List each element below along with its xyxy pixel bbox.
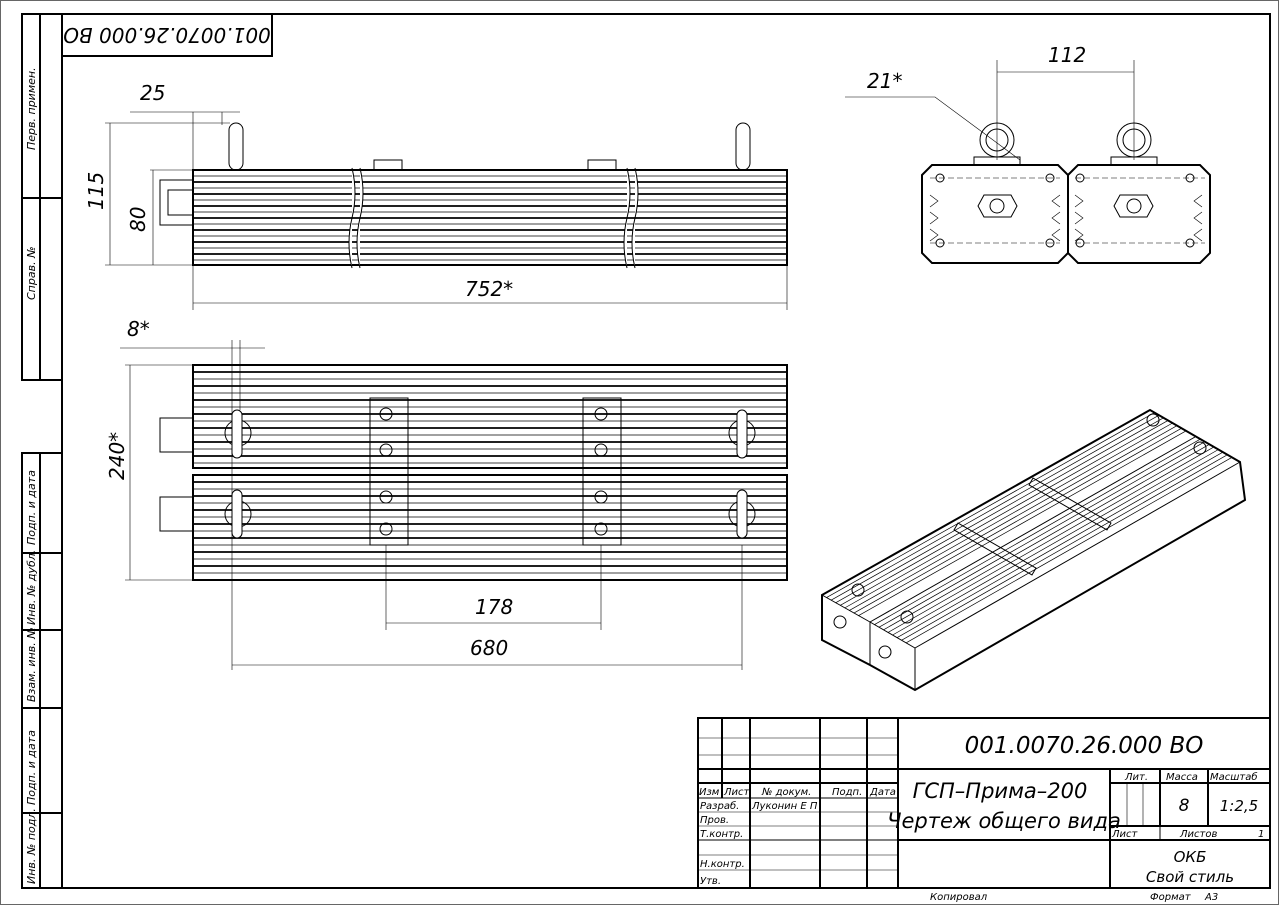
tb-hdr-data: Дата bbox=[869, 787, 896, 798]
isometric-view bbox=[821, 408, 1247, 692]
fin-line bbox=[887, 447, 1214, 633]
drawing-frame bbox=[61, 13, 1271, 889]
housing-bottom bbox=[192, 474, 788, 581]
tb-kopiroval: Копировал bbox=[930, 892, 988, 903]
dim-115: 115 bbox=[84, 172, 108, 210]
tb-org-line2: Свой стиль bbox=[1146, 868, 1234, 886]
cable-gland bbox=[159, 496, 194, 532]
tb-product-name: ГСП–Прима–200 bbox=[913, 779, 1088, 803]
bracket-nut bbox=[373, 159, 403, 171]
title-block: 001.0070.26.000 ВО ГСП–Прима–200 Чертеж … bbox=[697, 717, 1271, 903]
tb-developer: Луконин Е П bbox=[751, 801, 818, 812]
mount-bolt-left bbox=[228, 122, 244, 171]
dim-752: 752* bbox=[465, 277, 513, 301]
tb-listov-label: Листов bbox=[1179, 829, 1217, 840]
dim-8: 8* bbox=[127, 317, 150, 341]
top-view: 8* 240* 178 680 bbox=[105, 317, 788, 670]
bolt bbox=[231, 409, 243, 459]
end-view: 112 21* bbox=[845, 43, 1211, 264]
dim-112: 112 bbox=[1048, 43, 1086, 67]
bracket-nut bbox=[587, 159, 617, 171]
fin-line bbox=[839, 420, 1169, 606]
tb-listov: 1 bbox=[1258, 829, 1264, 840]
fin-line bbox=[853, 427, 1182, 614]
fin-line bbox=[830, 414, 1160, 601]
strip-inv-dubl: Инв. № дубл. bbox=[25, 550, 38, 625]
tb-massa: 8 bbox=[1179, 796, 1190, 816]
tb-role-tkontr: Т.контр. bbox=[700, 829, 743, 840]
rotated-doc-stamp: 001.0070.26.000 ВО bbox=[61, 13, 273, 57]
tb-doc-number: 001.0070.26.000 ВО bbox=[965, 733, 1204, 759]
fin-line bbox=[878, 441, 1205, 628]
fin-line bbox=[844, 422, 1173, 609]
cable-gland bbox=[159, 417, 194, 453]
tb-hdr-podp: Подп. bbox=[832, 787, 862, 798]
fin-line bbox=[835, 417, 1164, 604]
tb-hdr-izm: Изм bbox=[699, 787, 720, 798]
fin-line bbox=[901, 454, 1227, 641]
stamp-text: 001.0070.26.000 ВО bbox=[63, 23, 271, 47]
tb-role-razrab: Разраб. bbox=[700, 800, 739, 812]
fin-line bbox=[896, 452, 1223, 638]
fin-line bbox=[883, 444, 1209, 631]
fin-line bbox=[826, 412, 1155, 598]
bolt bbox=[736, 489, 748, 539]
tb-hdr-list: Лист bbox=[723, 787, 751, 798]
tb-format: А3 bbox=[1204, 892, 1218, 903]
tb-role-prov: Пров. bbox=[700, 815, 729, 826]
strip-vzam-inv: Взам. инв. № bbox=[25, 627, 38, 702]
fin-line bbox=[858, 430, 1187, 617]
dim-680: 680 bbox=[470, 636, 508, 660]
mount-bracket-left bbox=[369, 397, 409, 546]
tb-org-line1: ОКБ bbox=[1174, 848, 1207, 866]
tb-format-label: Формат bbox=[1150, 892, 1192, 903]
strip-podp-data-1: Подп. и дата bbox=[25, 470, 38, 545]
iso-bracket bbox=[953, 522, 1037, 576]
tb-role-nkontr: Н.контр. bbox=[700, 859, 745, 870]
tb-role-utv: Утв. bbox=[700, 876, 721, 887]
cable-gland bbox=[159, 179, 194, 226]
front-view: 25 115 80 752* bbox=[84, 81, 788, 310]
fin-line bbox=[874, 439, 1200, 625]
iso-bracket bbox=[1028, 477, 1112, 531]
dim-80: 80 bbox=[126, 207, 150, 232]
tb-lit-label: Лит. bbox=[1124, 772, 1148, 783]
tb-masshtab-label: Масштаб bbox=[1210, 771, 1258, 783]
side-strip: Перв. примен. Справ. № Подп. и дата Инв.… bbox=[21, 13, 63, 889]
housing-top bbox=[192, 364, 788, 469]
dim-21: 21* bbox=[867, 69, 902, 93]
tb-drawing-type: Чертеж общего вида bbox=[887, 809, 1121, 833]
tb-massa-label: Масса bbox=[1166, 772, 1198, 783]
dim-240: 240* bbox=[105, 432, 129, 480]
strip-perv-primen: Перв. примен. bbox=[25, 67, 38, 150]
tb-masshtab: 1:2,5 bbox=[1220, 797, 1258, 815]
tb-list-label: Лист bbox=[1111, 829, 1139, 840]
strip-sprav-no: Справ. № bbox=[25, 246, 38, 300]
mount-bracket-right bbox=[582, 397, 622, 546]
mount-bolt-right bbox=[735, 122, 751, 171]
break-line bbox=[348, 167, 364, 269]
fin-line bbox=[848, 425, 1178, 611]
tb-hdr-no-dokum: № докум. bbox=[761, 787, 811, 798]
fin-line bbox=[906, 457, 1232, 644]
bolt bbox=[736, 409, 748, 459]
strip-podp-data-2: Подп. и дата bbox=[25, 730, 38, 805]
housing-fins bbox=[193, 175, 787, 261]
break-line bbox=[623, 167, 639, 269]
bolt bbox=[231, 489, 243, 539]
fin-line bbox=[892, 449, 1218, 636]
dim-25: 25 bbox=[140, 81, 165, 105]
dim-178: 178 bbox=[475, 595, 513, 619]
strip-inv-podl: Инв. № подл. bbox=[25, 808, 38, 884]
